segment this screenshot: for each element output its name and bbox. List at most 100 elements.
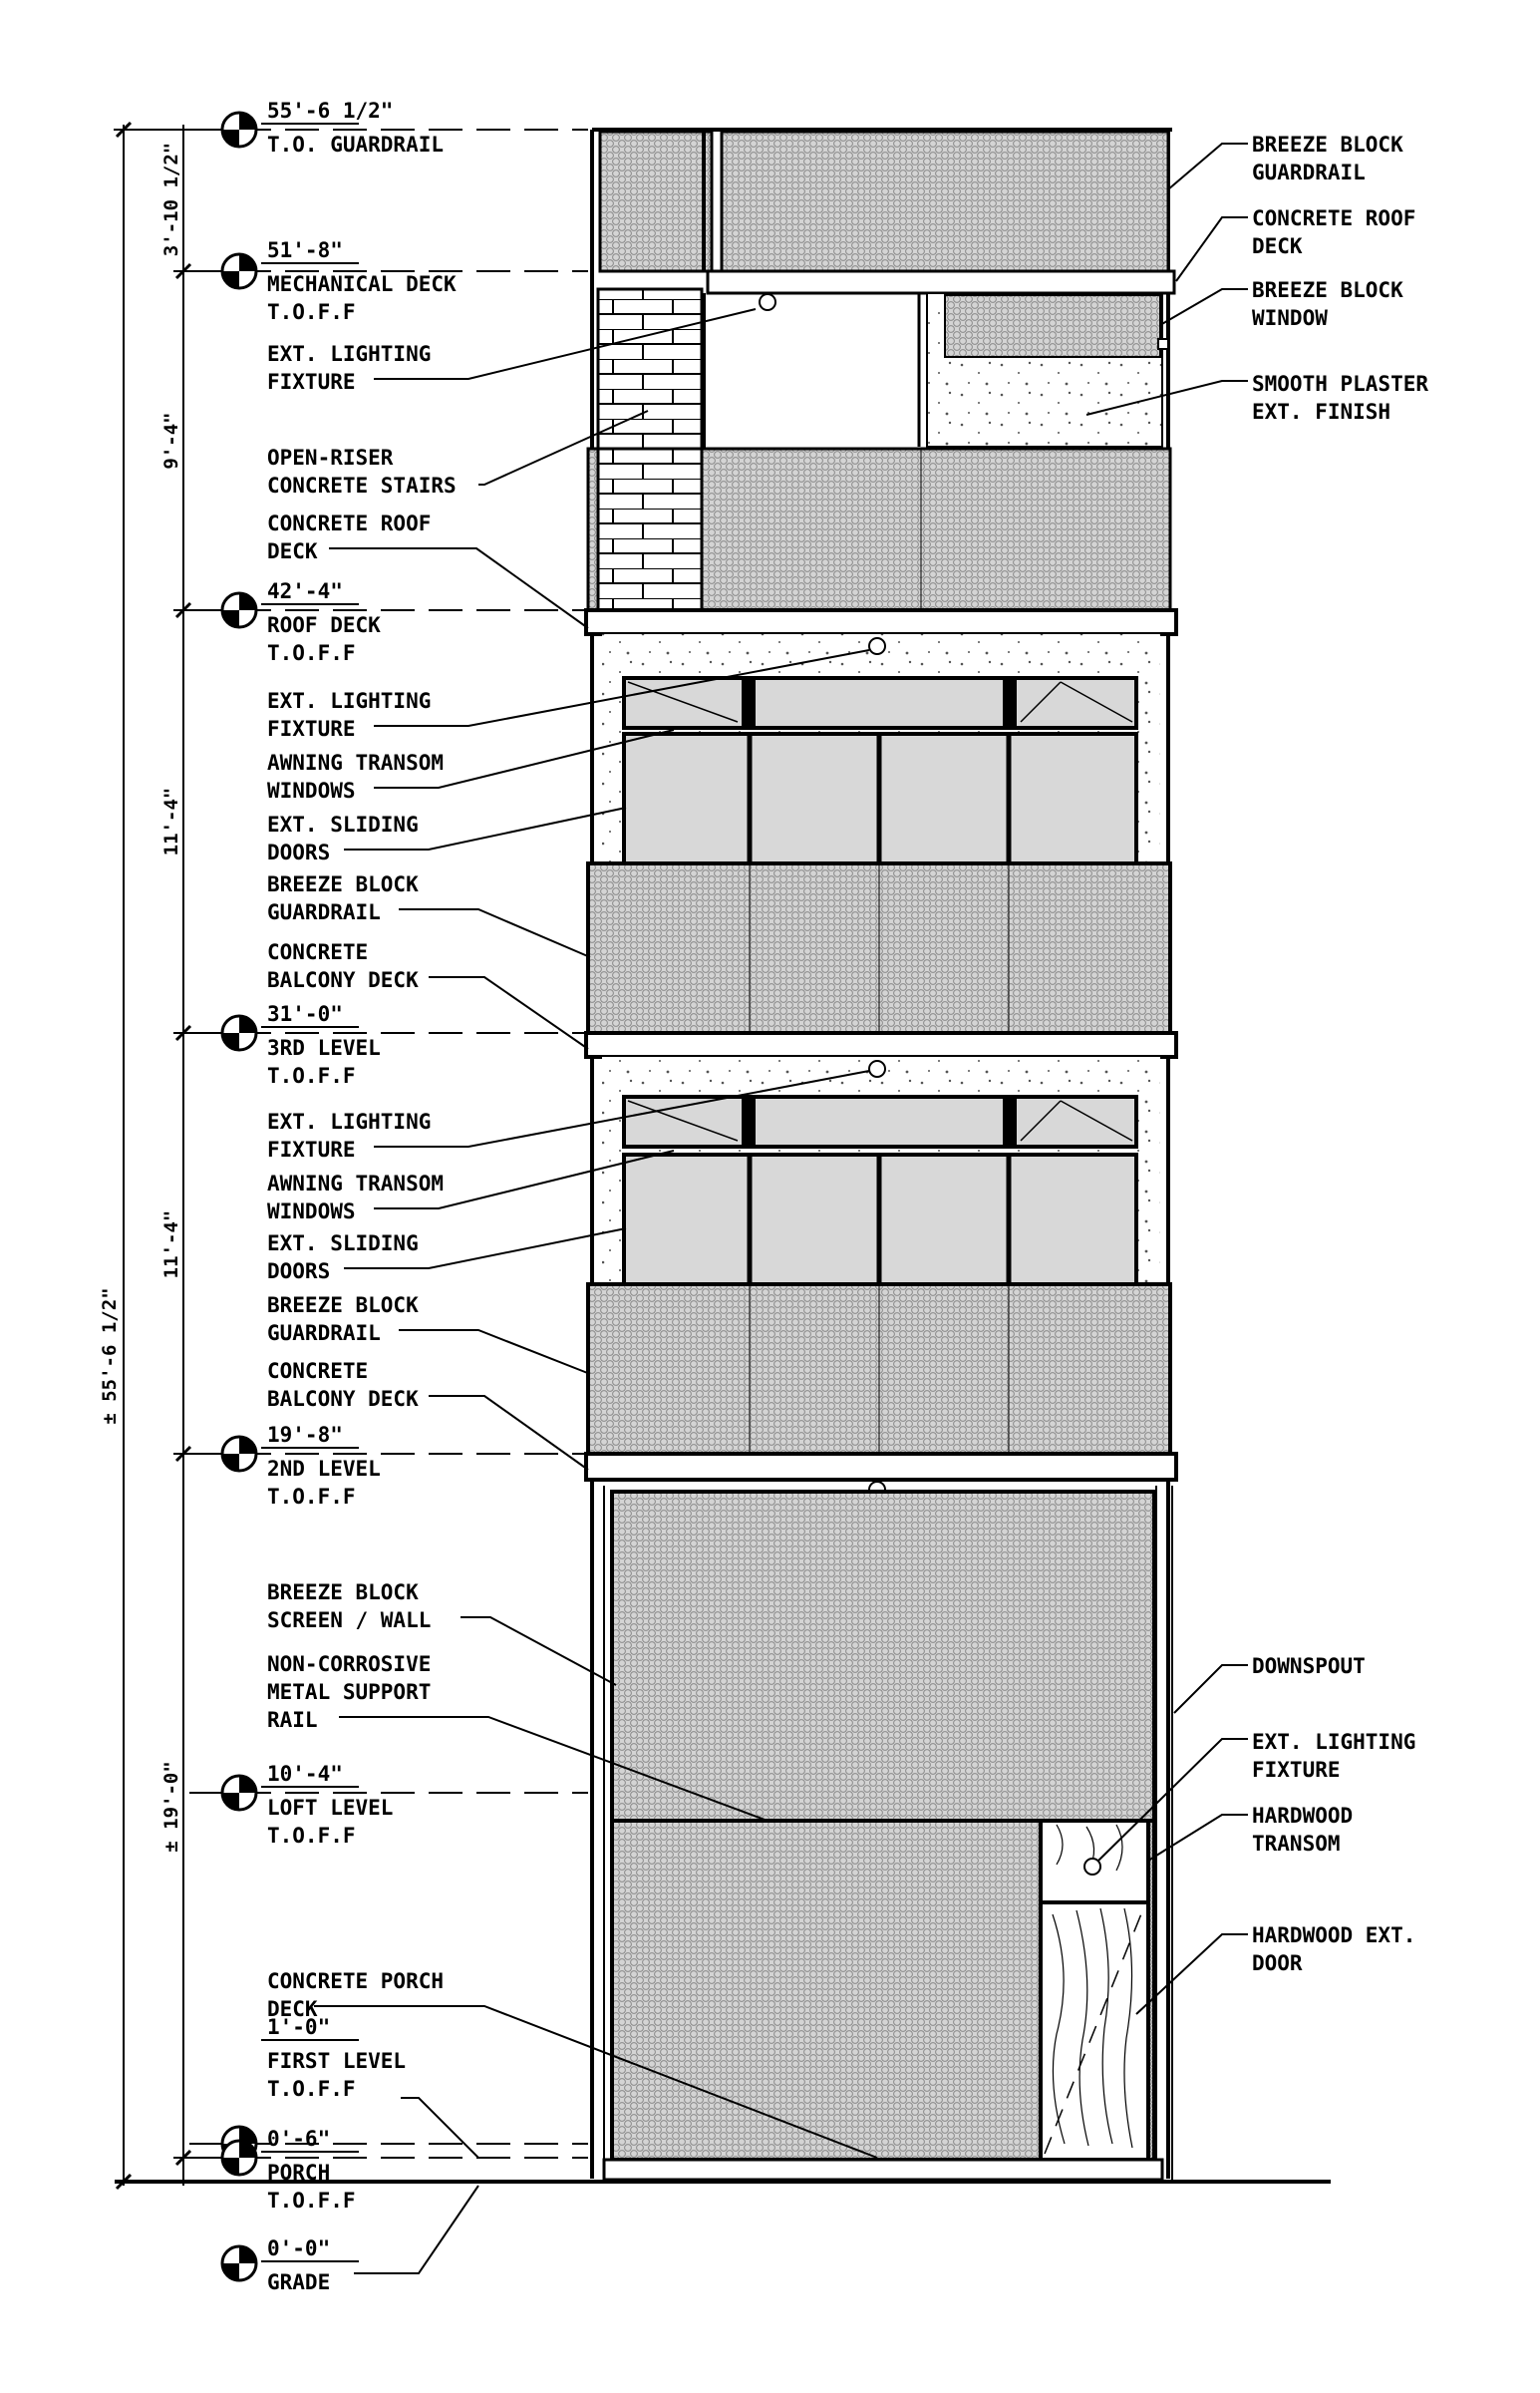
note-text: DECK	[267, 1997, 318, 2021]
light-fixture-icon	[1083, 1858, 1101, 1876]
level-value: 0'-6"	[267, 2127, 330, 2151]
note-text: SCREEN / WALL	[267, 1608, 431, 1632]
note-text: FIXTURE	[267, 370, 356, 394]
note-text: AWNING TRANSOM	[267, 751, 444, 775]
level-label-2: T.O.F.F	[267, 300, 356, 324]
note-text: HARDWOOD	[1252, 1804, 1353, 1828]
note-text: CONCRETE STAIRS	[267, 474, 457, 498]
note-text: CONCRETE ROOF	[267, 512, 431, 535]
light-fixture-icon	[759, 293, 776, 311]
level-label-2: T.O.F.F	[267, 1485, 356, 1509]
level-label: 2ND LEVEL	[267, 1457, 381, 1481]
note-text: WINDOWS	[267, 779, 356, 803]
note-text: BALCONY DECK	[267, 1387, 419, 1411]
level-label: 3RD LEVEL	[267, 1036, 381, 1060]
note-text: FIXTURE	[267, 717, 356, 741]
level-label-2: T.O.F.F	[267, 641, 356, 665]
level-marker: 1'-0" FIRST LEVEL T.O.F.F	[220, 2015, 406, 2163]
note-text: BREEZE BLOCK	[267, 872, 419, 896]
level-marker: 0'-0"GRADE	[220, 2236, 359, 2294]
note-text: EXT. LIGHTING	[267, 689, 431, 713]
note-text: WINDOWS	[267, 1199, 356, 1223]
roof-deck-slab	[584, 608, 1178, 636]
level-label: ROOF DECK	[267, 613, 381, 637]
mechanical-deck-slab	[706, 269, 1176, 295]
note-text: DOWNSPOUT	[1252, 1654, 1366, 1678]
balcony-deck-slab	[584, 1031, 1178, 1059]
building-facade	[115, 128, 1331, 2184]
level-value: 31'-0"	[267, 1002, 343, 1026]
concrete-porch-deck	[602, 2158, 1164, 2182]
level-label: FIRST LEVEL	[267, 2049, 406, 2073]
dim-text: ± 19'-0"	[160, 1761, 182, 1853]
note-text: RAIL	[267, 1708, 318, 1732]
note-text: OPEN-RISER	[267, 446, 394, 470]
note-text: FIXTURE	[1252, 1758, 1341, 1782]
top-guardrail	[598, 130, 714, 273]
dim-text: 11'-4"	[160, 788, 182, 856]
dim-text: ± 55'-6 1/2"	[99, 1287, 121, 1424]
note-text: FIXTURE	[267, 1138, 356, 1162]
note-text: GUARDRAIL	[267, 1321, 381, 1345]
note-text: BALCONY DECK	[267, 968, 419, 992]
note-text: DOOR	[1252, 1951, 1303, 1975]
note-text: TRANSOM	[1252, 1832, 1341, 1856]
note-text: EXT. SLIDING	[267, 813, 419, 837]
awning-transom-windows	[622, 676, 1138, 730]
note-text: NON-CORROSIVE	[267, 1652, 431, 1676]
note-text: GUARDRAIL	[267, 900, 381, 924]
note-text: CONCRETE	[267, 1359, 368, 1383]
note-text: BREEZE BLOCK	[1252, 278, 1403, 302]
dim-text: 11'-4"	[160, 1210, 182, 1279]
note-text: EXT. LIGHTING	[1252, 1730, 1415, 1754]
level-markers	[189, 129, 588, 2159]
level-value: 1'-0"	[267, 2015, 330, 2039]
level-label-2: T.O.F.F	[267, 1824, 356, 1848]
dim-text: 9'-4"	[160, 412, 182, 469]
level-label-2: T.O.F.F	[267, 2189, 356, 2213]
note-text: DOORS	[267, 1259, 330, 1283]
note-text: DOORS	[267, 841, 330, 864]
note-text: EXT. FINISH	[1252, 400, 1390, 424]
level-label: MECHANICAL DECK	[267, 272, 457, 296]
note-text: HARDWOOD EXT.	[1252, 1923, 1415, 1947]
leader-lines	[314, 143, 1248, 2274]
note-text: BREEZE BLOCK	[1252, 133, 1403, 157]
level-marker: 0'-6" PORCH T.O.F.F	[220, 2127, 359, 2213]
note-text: CONCRETE PORCH	[267, 1969, 444, 1993]
level-value: 55'-6 1/2"	[267, 99, 393, 123]
level-label-2: T.O.F.F	[267, 1064, 356, 1088]
note-text: WINDOW	[1252, 306, 1328, 330]
level-label: PORCH	[267, 2161, 330, 2185]
level-marker: 51'-8" MECHANICAL DECK T.O.F.F	[220, 238, 457, 324]
level-marker: 31'-0" 3RD LEVEL T.O.F.F	[220, 1002, 381, 1088]
note-text: DECK	[1252, 234, 1303, 258]
note-text: GUARDRAIL	[1252, 161, 1366, 184]
level-marker: 42'-4" ROOF DECK T.O.F.F	[220, 579, 381, 665]
light-fixture-icon	[868, 1060, 886, 1078]
level-label: LOFT LEVEL	[267, 1796, 393, 1820]
note-text: BREEZE BLOCK	[267, 1580, 419, 1604]
note-text: BREEZE BLOCK	[267, 1293, 419, 1317]
right-annotations: BREEZE BLOCK GUARDRAIL CONCRETE ROOF DEC…	[1252, 133, 1428, 1975]
note-text: EXT. SLIDING	[267, 1231, 419, 1255]
note-text: CONCRETE ROOF	[1252, 206, 1415, 230]
note-text: METAL SUPPORT	[267, 1680, 431, 1704]
note-text: EXT. LIGHTING	[267, 342, 431, 366]
light-fixture-icon	[868, 637, 886, 655]
note-text: CONCRETE	[267, 940, 368, 964]
note-text: EXT. LIGHTING	[267, 1110, 431, 1134]
note-text: DECK	[267, 539, 318, 563]
left-annotations: EXT. LIGHTING FIXTURE OPEN-RISER CONCRET…	[267, 342, 457, 2021]
note-text: AWNING TRANSOM	[267, 1172, 444, 1196]
level-value: 19'-8"	[267, 1423, 343, 1447]
level-label-2: T.O.F.F	[267, 2077, 356, 2101]
level-label: T.O. GUARDRAIL	[267, 133, 444, 157]
note-text: SMOOTH PLASTER	[1252, 372, 1428, 396]
dim-text: 3'-10 1/2"	[160, 143, 182, 256]
level-value: 51'-8"	[267, 238, 343, 262]
level-marker: 19'-8" 2ND LEVEL T.O.F.F	[220, 1423, 381, 1509]
level-value: 0'-0"	[267, 2236, 330, 2260]
level-value: 42'-4"	[267, 579, 343, 603]
